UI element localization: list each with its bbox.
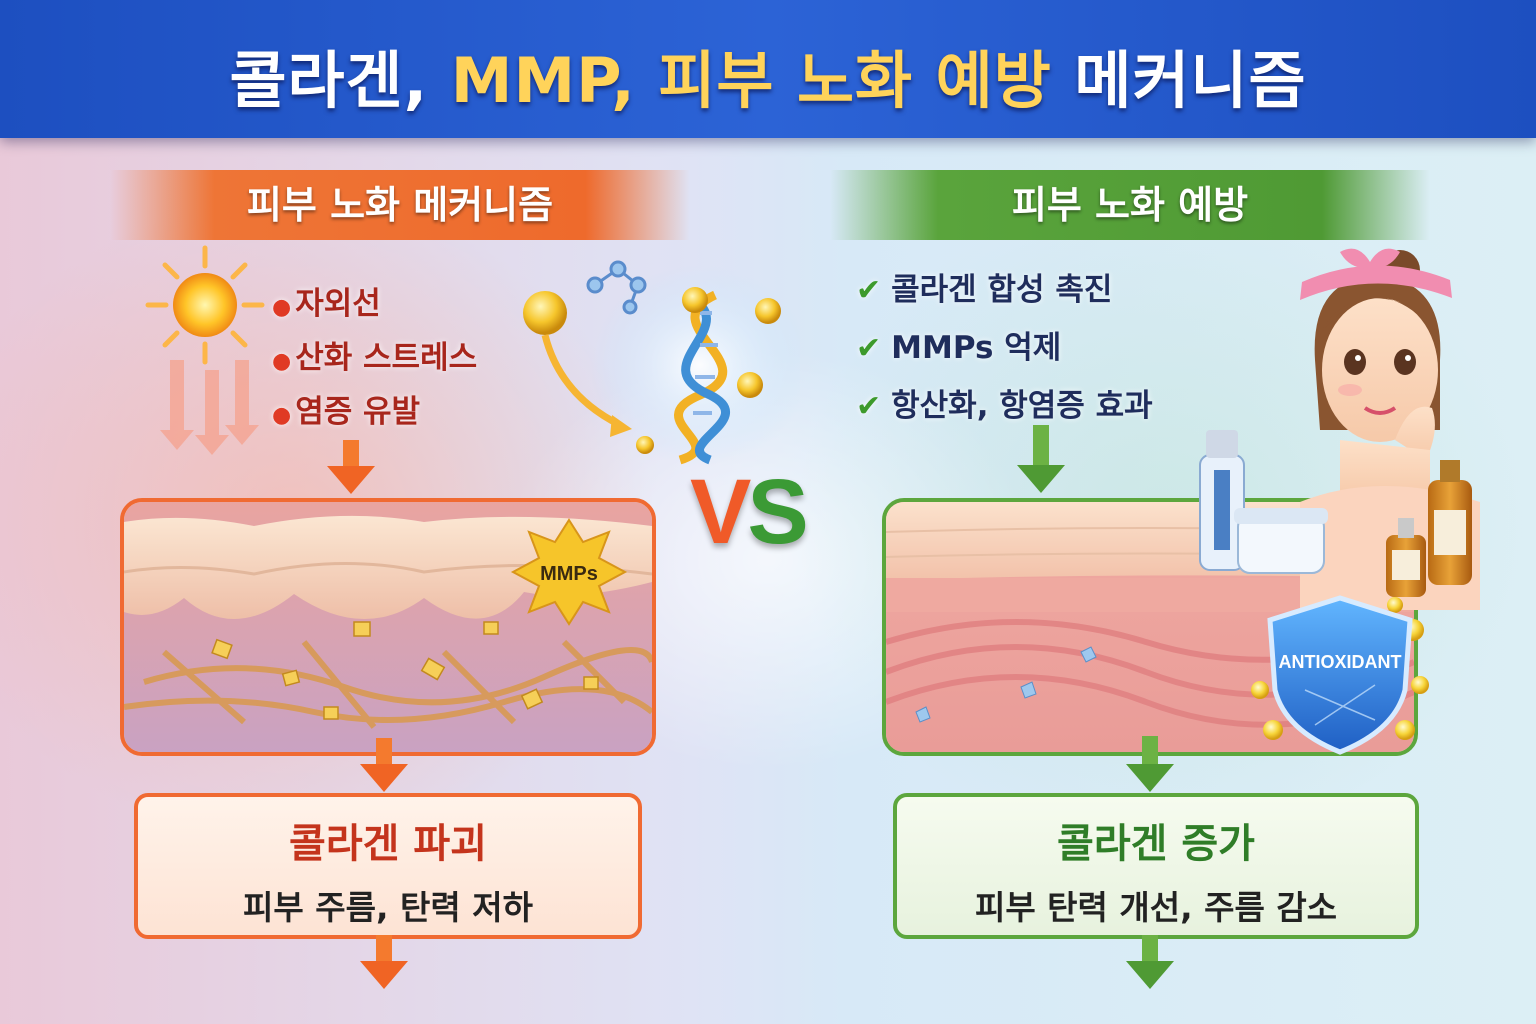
antioxidant-shield-icon: ANTIOXIDANT bbox=[1251, 595, 1429, 755]
collagen-destruction-box: 콜라겐 파괴 피부 주름, 탄력 저하 bbox=[134, 793, 642, 939]
arrow-down-icon bbox=[327, 440, 375, 494]
aging-mechanism-banner: 피부 노화 메커니즘 bbox=[110, 170, 690, 240]
benefit-item-antioxidant: ✔항산화, 항염증 효과 bbox=[856, 388, 1153, 424]
prevention-benefits-list: ✔콜라겐 합성 촉진 ✔MMPs 억제 ✔항산화, 항염증 효과 bbox=[856, 266, 1153, 440]
benefit-item-mmp-inhibition: ✔MMPs 억제 bbox=[856, 330, 1062, 366]
bullet-dot-icon: ● bbox=[272, 349, 292, 374]
aging-prevention-banner: 피부 노화 예방 bbox=[830, 170, 1430, 240]
title-part-1: 콜라겐, bbox=[229, 44, 429, 117]
arrow-down-icon bbox=[1126, 736, 1174, 792]
sun-icon bbox=[145, 245, 265, 455]
arrow-down-icon bbox=[360, 935, 408, 989]
mmps-burst-label: MMPs bbox=[540, 563, 598, 585]
cause-item-inflammation: ●염증 유발 bbox=[272, 394, 421, 430]
check-icon: ✔ bbox=[856, 389, 882, 424]
aging-causes-list: ●자외선 ●산화 스트레스 ●염증 유발 bbox=[272, 282, 477, 444]
title-part-3: 메커니즘 bbox=[1074, 44, 1307, 117]
bullet-dot-icon: ● bbox=[272, 403, 292, 428]
result-title: 콜라겐 파괴 bbox=[289, 821, 487, 867]
arrow-down-icon bbox=[1126, 935, 1174, 989]
cause-item-uv: ●자외선 bbox=[272, 286, 381, 322]
check-icon: ✔ bbox=[856, 331, 882, 366]
cause-item-oxidative-stress: ●산화 스트레스 bbox=[272, 340, 478, 376]
result-subtitle: 피부 주름, 탄력 저하 bbox=[243, 888, 533, 927]
shield-label: ANTIOXIDANT bbox=[1279, 652, 1402, 672]
vs-label: VS bbox=[690, 461, 809, 563]
woman-skincare-illustration bbox=[1199, 248, 1480, 610]
bullet-dot-icon: ● bbox=[272, 295, 292, 320]
benefit-item-collagen-synthesis: ✔콜라겐 합성 촉진 bbox=[856, 272, 1113, 308]
collagen-increase-box: 콜라겐 증가 피부 탄력 개선, 주름 감소 bbox=[893, 793, 1419, 939]
damaged-skin-cross-section: MMPs bbox=[120, 498, 656, 756]
dna-molecule-illustration bbox=[523, 260, 800, 465]
check-icon: ✔ bbox=[856, 273, 882, 308]
arrow-down-icon bbox=[360, 738, 408, 792]
result-title: 콜라겐 증가 bbox=[1057, 821, 1255, 867]
title-part-2: MMP, 피부 노화 예방 bbox=[450, 44, 1052, 117]
page-title: 콜라겐, MMP, 피부 노화 예방 메커니즘 bbox=[0, 30, 1536, 120]
header-band bbox=[0, 0, 1536, 138]
arrow-down-icon bbox=[1017, 425, 1065, 493]
result-subtitle: 피부 탄력 개선, 주름 감소 bbox=[974, 888, 1338, 927]
